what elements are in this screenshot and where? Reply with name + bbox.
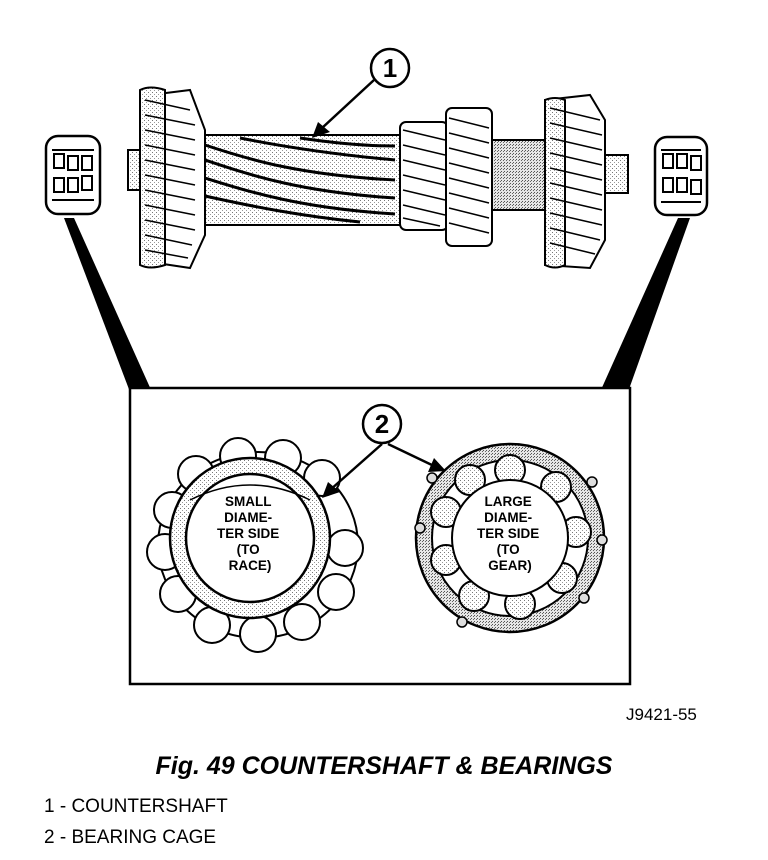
- large-bearing-line-4: (TO: [497, 542, 520, 557]
- large-diameter-bearing: [414, 442, 608, 634]
- small-bearing-line-5: RACE): [229, 558, 272, 573]
- magnifier-wedges: [64, 218, 690, 392]
- figure-code: J9421-55: [626, 705, 697, 724]
- large-bearing-line-5: GEAR): [488, 558, 532, 573]
- right-gear: [544, 93, 606, 270]
- small-bearing-line-3: TER SIDE: [217, 526, 279, 541]
- left-end-bearing: [44, 134, 102, 216]
- shaft-splines: [204, 136, 396, 224]
- large-bearing-line-3: TER SIDE: [477, 526, 539, 541]
- legend-item-bearing-cage: 2 - BEARING CAGE: [44, 827, 217, 848]
- left-gear: [139, 86, 206, 270]
- countershaft-diagram: SMALL DIAME- TER SIDE (TO RACE) LARGE DI…: [44, 47, 709, 686]
- figure-caption: Fig. 49 COUNTERSHAFT & BEARINGS: [155, 752, 613, 780]
- middle-small-gear: [399, 121, 449, 231]
- callout-1: 1: [312, 47, 411, 138]
- small-diameter-bearing: [146, 437, 364, 653]
- middle-large-gear: [445, 107, 493, 247]
- right-end-bearing: [653, 135, 709, 217]
- countershaft: [127, 86, 629, 270]
- large-bearing-line-1: LARGE: [484, 494, 531, 509]
- left-wedge: [64, 218, 152, 392]
- legend-item-countershaft: 1 - COUNTERSHAFT: [44, 796, 228, 817]
- svg-text:SMALL DIAME- TER SIDE: SMALL DIAME- TER SIDE (TO RACE): [217, 494, 283, 573]
- svg-text:LARGE DIAME- TER SIDE: LARGE DIAME- TER SIDE (TO GEAR): [477, 494, 543, 573]
- callout-1-label: 1: [383, 53, 397, 83]
- large-bearing-line-2: DIAME-: [484, 510, 532, 525]
- small-bearing-line-1: SMALL: [225, 494, 271, 509]
- small-bearing-line-4: (TO: [237, 542, 260, 557]
- callout-2: 2: [322, 403, 446, 498]
- callout-2-label: 2: [375, 409, 389, 439]
- small-bearing-line-2: DIAME-: [224, 510, 272, 525]
- right-wedge: [600, 218, 690, 392]
